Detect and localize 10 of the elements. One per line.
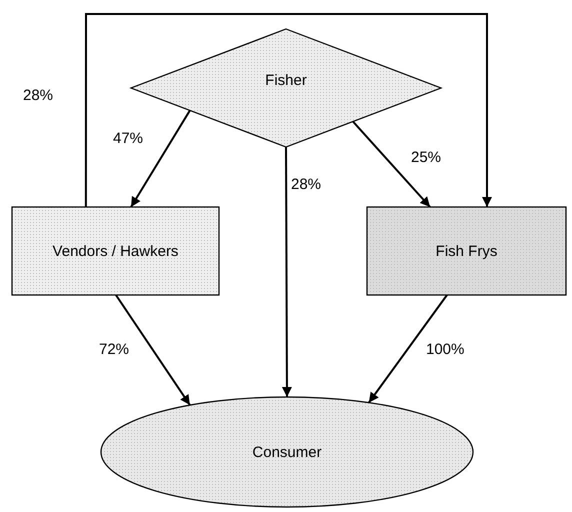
arrow <box>115 294 191 406</box>
node-label: Consumer <box>252 444 322 460</box>
arrow <box>352 120 431 208</box>
arrow <box>282 147 292 397</box>
node-label: Fisher <box>265 72 307 88</box>
node-label: Vendors / Hawkers <box>52 242 178 260</box>
node-label: Fish Frys <box>436 242 498 260</box>
arrow <box>368 294 448 404</box>
arrow <box>84 13 492 207</box>
arrow <box>130 110 191 208</box>
